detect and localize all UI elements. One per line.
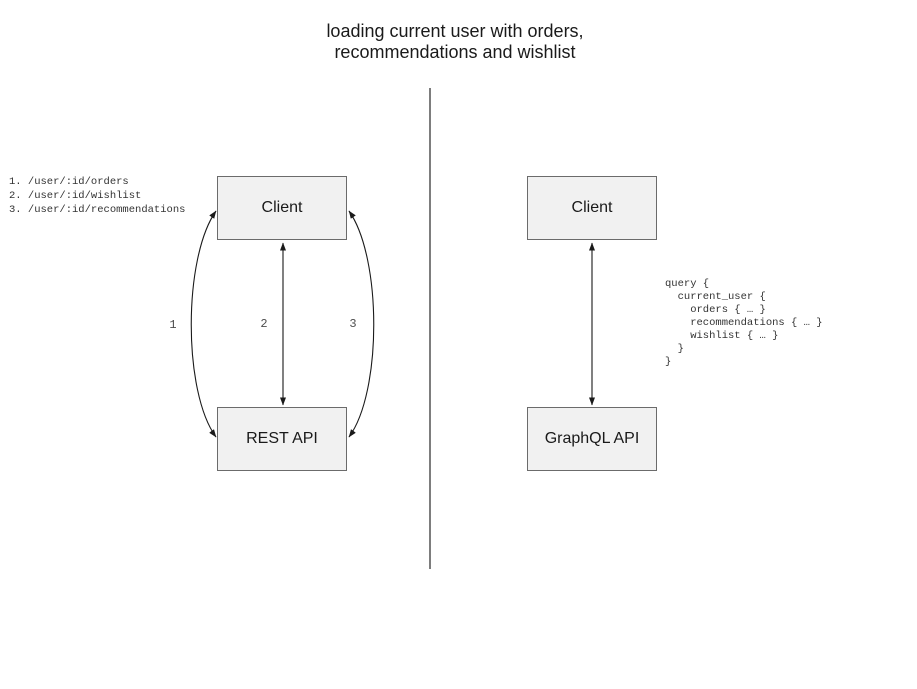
- rest-arrow-label-1: 1: [169, 318, 177, 332]
- rest-arrow-label-2: 2: [260, 317, 268, 331]
- rest-arrow-label-3: 3: [349, 317, 357, 331]
- rest-client-box: Client: [217, 176, 347, 240]
- graphql-api-box: GraphQL API: [527, 407, 657, 471]
- graphql-api-label: GraphQL API: [544, 430, 640, 447]
- graphql-client-label: Client: [571, 199, 613, 216]
- rest-endpoint-list: 1. /user/:id/orders 2. /user/:id/wishlis…: [9, 176, 186, 216]
- diagram-title: loading current user with orders, recomm…: [326, 21, 584, 62]
- graphql-query-text: query { current_user { orders { … } reco…: [665, 278, 823, 368]
- rest-arrow-1-orders: [190, 210, 217, 438]
- rest-api-box: REST API: [217, 407, 347, 471]
- graphql-client-box: Client: [527, 176, 657, 240]
- rest-api-label: REST API: [246, 430, 318, 447]
- rest-client-label: Client: [261, 199, 303, 216]
